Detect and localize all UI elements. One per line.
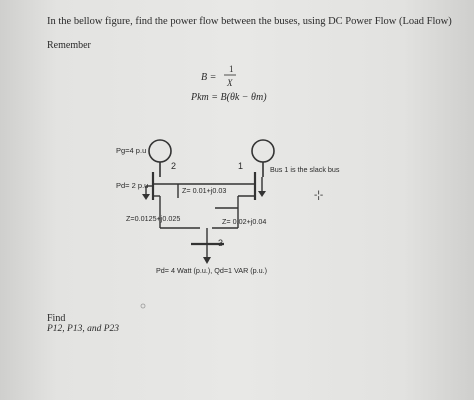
load-arrow-bus1 [258,191,266,197]
find-label: Find [47,313,66,324]
generator-symbol-bus2 [148,139,172,163]
gen2-label: Pg=4 p.u [116,146,146,155]
problem-title: In the bellow figure, find the power flo… [47,16,452,27]
load-arrow-bus2 [142,194,150,200]
bus3-number: 3 [218,238,223,248]
eq1-lhs: B = [201,72,216,83]
remember-label: Remember [47,40,91,51]
load-arrow-bus3 [203,257,211,264]
z12-label: Z= 0.01+j0.03 [182,186,226,195]
formula-b: B = 1 X [201,64,236,88]
eq1-denominator: X [226,78,233,88]
slack-note: Bus 1 is the slack bus [270,165,340,174]
bus1-number: 1 [238,161,243,171]
formula-pkm: Pkm = B(θk − θm) [190,92,267,103]
load2-label: Pd= 2 p.u [116,181,148,190]
eq1-numerator: 1 [229,64,234,74]
z23-label: Z=0.0125+j0.025 [126,214,180,223]
z13-label: Z= 0.02+j0.04 [222,217,266,226]
bus2-number: 2 [171,161,176,171]
generator-symbol-bus1 [251,139,275,163]
cursor-mark: -¦- [314,190,323,201]
find-items: P12, P13, and P23 [47,324,120,334]
load3-label: Pd= 4 Watt (p.u.), Qd=1 VAR (p.u.) [156,266,267,275]
